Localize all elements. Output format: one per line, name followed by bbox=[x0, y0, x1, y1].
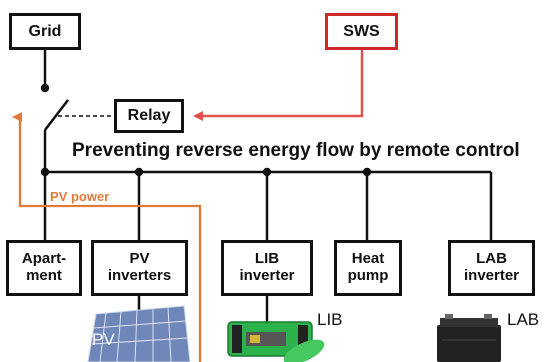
pv-inverters-label-line2: inverters bbox=[107, 267, 172, 284]
diagram-caption: Preventing reverse energy flow by remote… bbox=[72, 140, 520, 161]
lib-inverter-label-line1: LIB bbox=[254, 250, 280, 268]
apartment-label-line1: Apart- bbox=[21, 250, 67, 268]
lab-battery-icon bbox=[437, 314, 501, 362]
grid-box: Grid bbox=[9, 13, 81, 50]
lab-inverter-box: LAB inverter bbox=[448, 240, 535, 296]
relay-box: Relay bbox=[114, 99, 184, 133]
switch-top-node bbox=[40, 83, 50, 93]
lib-inverter-label-line2: inverter bbox=[239, 267, 295, 284]
apartment-label-line2: ment bbox=[26, 267, 62, 284]
pv-panel-icon bbox=[87, 305, 191, 362]
lib-inverter-box: LIB inverter bbox=[221, 240, 313, 296]
apartment-box: Apart- ment bbox=[6, 240, 82, 296]
heat-pump-box: Heat pump bbox=[334, 240, 402, 296]
lab-inverter-label-line2: inverter bbox=[463, 267, 520, 284]
pv-power-path bbox=[12, 112, 202, 362]
lab-inverter-label-line1: LAB bbox=[476, 250, 507, 268]
lib-battery-icon bbox=[227, 321, 325, 362]
sws-label: SWS bbox=[343, 22, 380, 40]
pv-inverters-box: PV inverters bbox=[91, 240, 188, 296]
relay-label: Relay bbox=[127, 107, 171, 125]
lab-battery-label: LAB bbox=[507, 310, 540, 329]
sws-box: SWS bbox=[325, 13, 398, 50]
pv-power-label: PV power bbox=[50, 189, 110, 204]
sws-arrow bbox=[193, 50, 364, 121]
grid-label: Grid bbox=[28, 22, 62, 40]
switch-icon bbox=[44, 99, 69, 131]
heat-pump-label-line2: pump bbox=[347, 267, 389, 284]
heat-pump-label-line1: Heat bbox=[351, 250, 385, 268]
lib-battery-label: LIB bbox=[317, 310, 343, 329]
pv-inverters-label-line1: PV bbox=[129, 250, 150, 268]
pv-panel-label: PV bbox=[92, 330, 115, 349]
